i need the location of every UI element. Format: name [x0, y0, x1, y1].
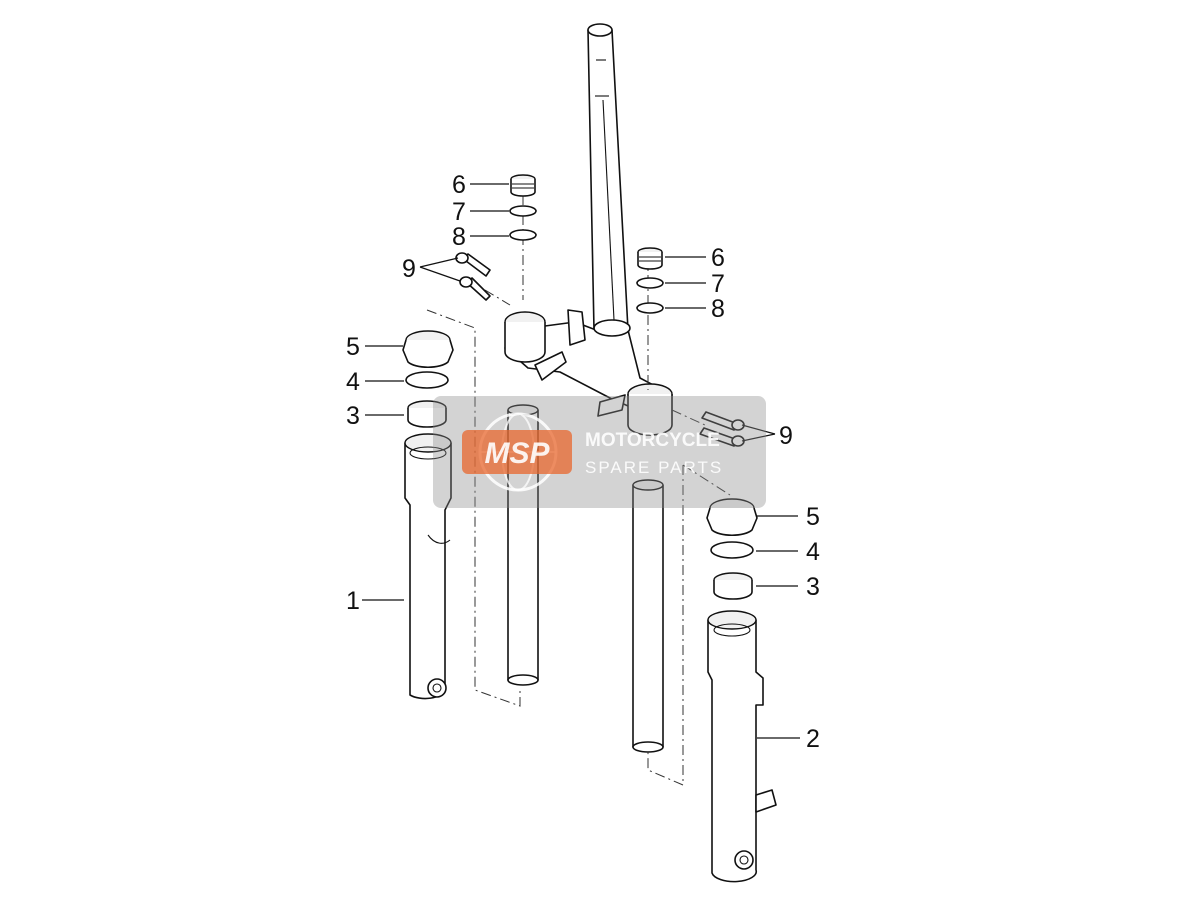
fork-leg-right — [707, 610, 777, 883]
circlip-right — [710, 541, 754, 559]
watermark-line1: MOTORCYCLE — [585, 430, 720, 451]
oil-seal-left — [407, 400, 447, 428]
dust-seal-right — [706, 498, 758, 537]
callout-2: 2 — [806, 725, 820, 753]
leader-lines — [362, 183, 800, 739]
steering-stem — [587, 23, 629, 331]
watermark: MSP MOTORCYCLE SPARE PARTS — [433, 396, 766, 508]
circlip-left — [405, 371, 449, 389]
watermark-logo-text: MSP — [484, 437, 550, 470]
watermark-panel — [433, 396, 766, 508]
callout-4-right: 4 — [806, 538, 820, 566]
callout-3-left: 3 — [346, 402, 360, 430]
callout-labels: 1 2 3 3 4 4 5 5 6 6 7 7 8 8 9 9 — [346, 171, 820, 753]
clamp-bolts-right — [699, 411, 745, 447]
watermark-logo-badge — [462, 430, 572, 474]
callout-7-right: 7 — [711, 270, 725, 298]
callout-8-right: 8 — [711, 295, 725, 323]
callout-9-right: 9 — [779, 422, 793, 450]
ring-left — [509, 229, 537, 241]
watermark-line2: SPARE PARTS — [585, 458, 723, 477]
dust-seal-left — [402, 330, 454, 369]
callout-1: 1 — [346, 587, 360, 615]
top-cap-left — [510, 174, 536, 197]
callout-4-left: 4 — [346, 368, 360, 396]
steering-yoke — [504, 309, 673, 436]
callout-7-left: 7 — [452, 198, 466, 226]
clamp-bolts-left — [455, 252, 491, 301]
oil-seal-right — [713, 572, 753, 600]
top-cap-right — [637, 247, 663, 270]
callout-9-left: 9 — [402, 255, 416, 283]
o-ring-right — [636, 277, 664, 289]
callout-5-right: 5 — [806, 503, 820, 531]
inner-tube-right — [632, 479, 664, 753]
o-ring-left — [509, 205, 537, 217]
callout-6-left: 6 — [452, 171, 466, 199]
ring-right — [636, 302, 664, 314]
callout-5-left: 5 — [346, 333, 360, 361]
callout-3-right: 3 — [806, 573, 820, 601]
callout-8-left: 8 — [452, 223, 466, 251]
callout-6-right: 6 — [711, 244, 725, 272]
fork-leg-left — [404, 433, 452, 700]
